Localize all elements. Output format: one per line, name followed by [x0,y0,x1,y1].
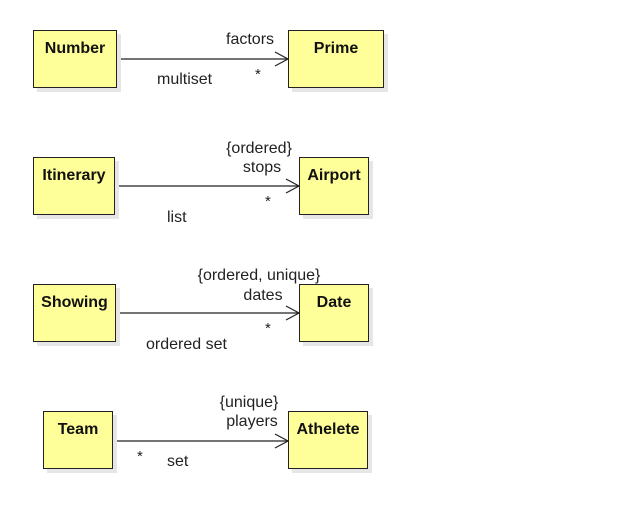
class-name-showing: Showing [41,294,108,311]
class-box-athelete[interactable]: Athelete [288,411,368,469]
collection-kind-label-ordered-set: ordered set [146,336,227,353]
collection-kind-label-multiset: multiset [157,71,213,88]
multiplicity-label: * [265,320,271,337]
class-box-airport[interactable]: Airport [299,157,369,215]
class-box-date[interactable]: Date [299,284,369,342]
class-name-itinerary: Itinerary [42,167,106,184]
role-label-stops: stops [242,159,282,176]
multiplicity-label: * [137,448,143,465]
role-label-factors: factors [226,31,275,48]
class-name-prime: Prime [313,40,359,57]
constraint-label-unique: {unique} [219,394,279,411]
class-box-number[interactable]: Number [33,30,117,88]
multiplicity-label: * [265,193,271,210]
multiplicity-label: * [255,66,261,83]
class-name-athelete: Athelete [296,421,360,438]
class-name-number: Number [44,40,106,57]
role-label-players: players [226,413,278,430]
role-label-dates: dates [243,287,283,304]
class-box-team[interactable]: Team [43,411,113,469]
constraint-label-ordered-unique: {ordered, unique} [197,267,321,284]
class-name-team: Team [57,421,99,438]
collection-kind-label-list: list [167,209,187,226]
class-name-date: Date [316,294,352,311]
class-box-prime[interactable]: Prime [288,30,384,88]
class-name-airport: Airport [307,167,361,184]
constraint-label-ordered: {ordered} [226,140,292,157]
class-box-itinerary[interactable]: Itinerary [33,157,115,215]
class-box-showing[interactable]: Showing [33,284,116,342]
collection-kind-label-set: set [167,453,189,470]
